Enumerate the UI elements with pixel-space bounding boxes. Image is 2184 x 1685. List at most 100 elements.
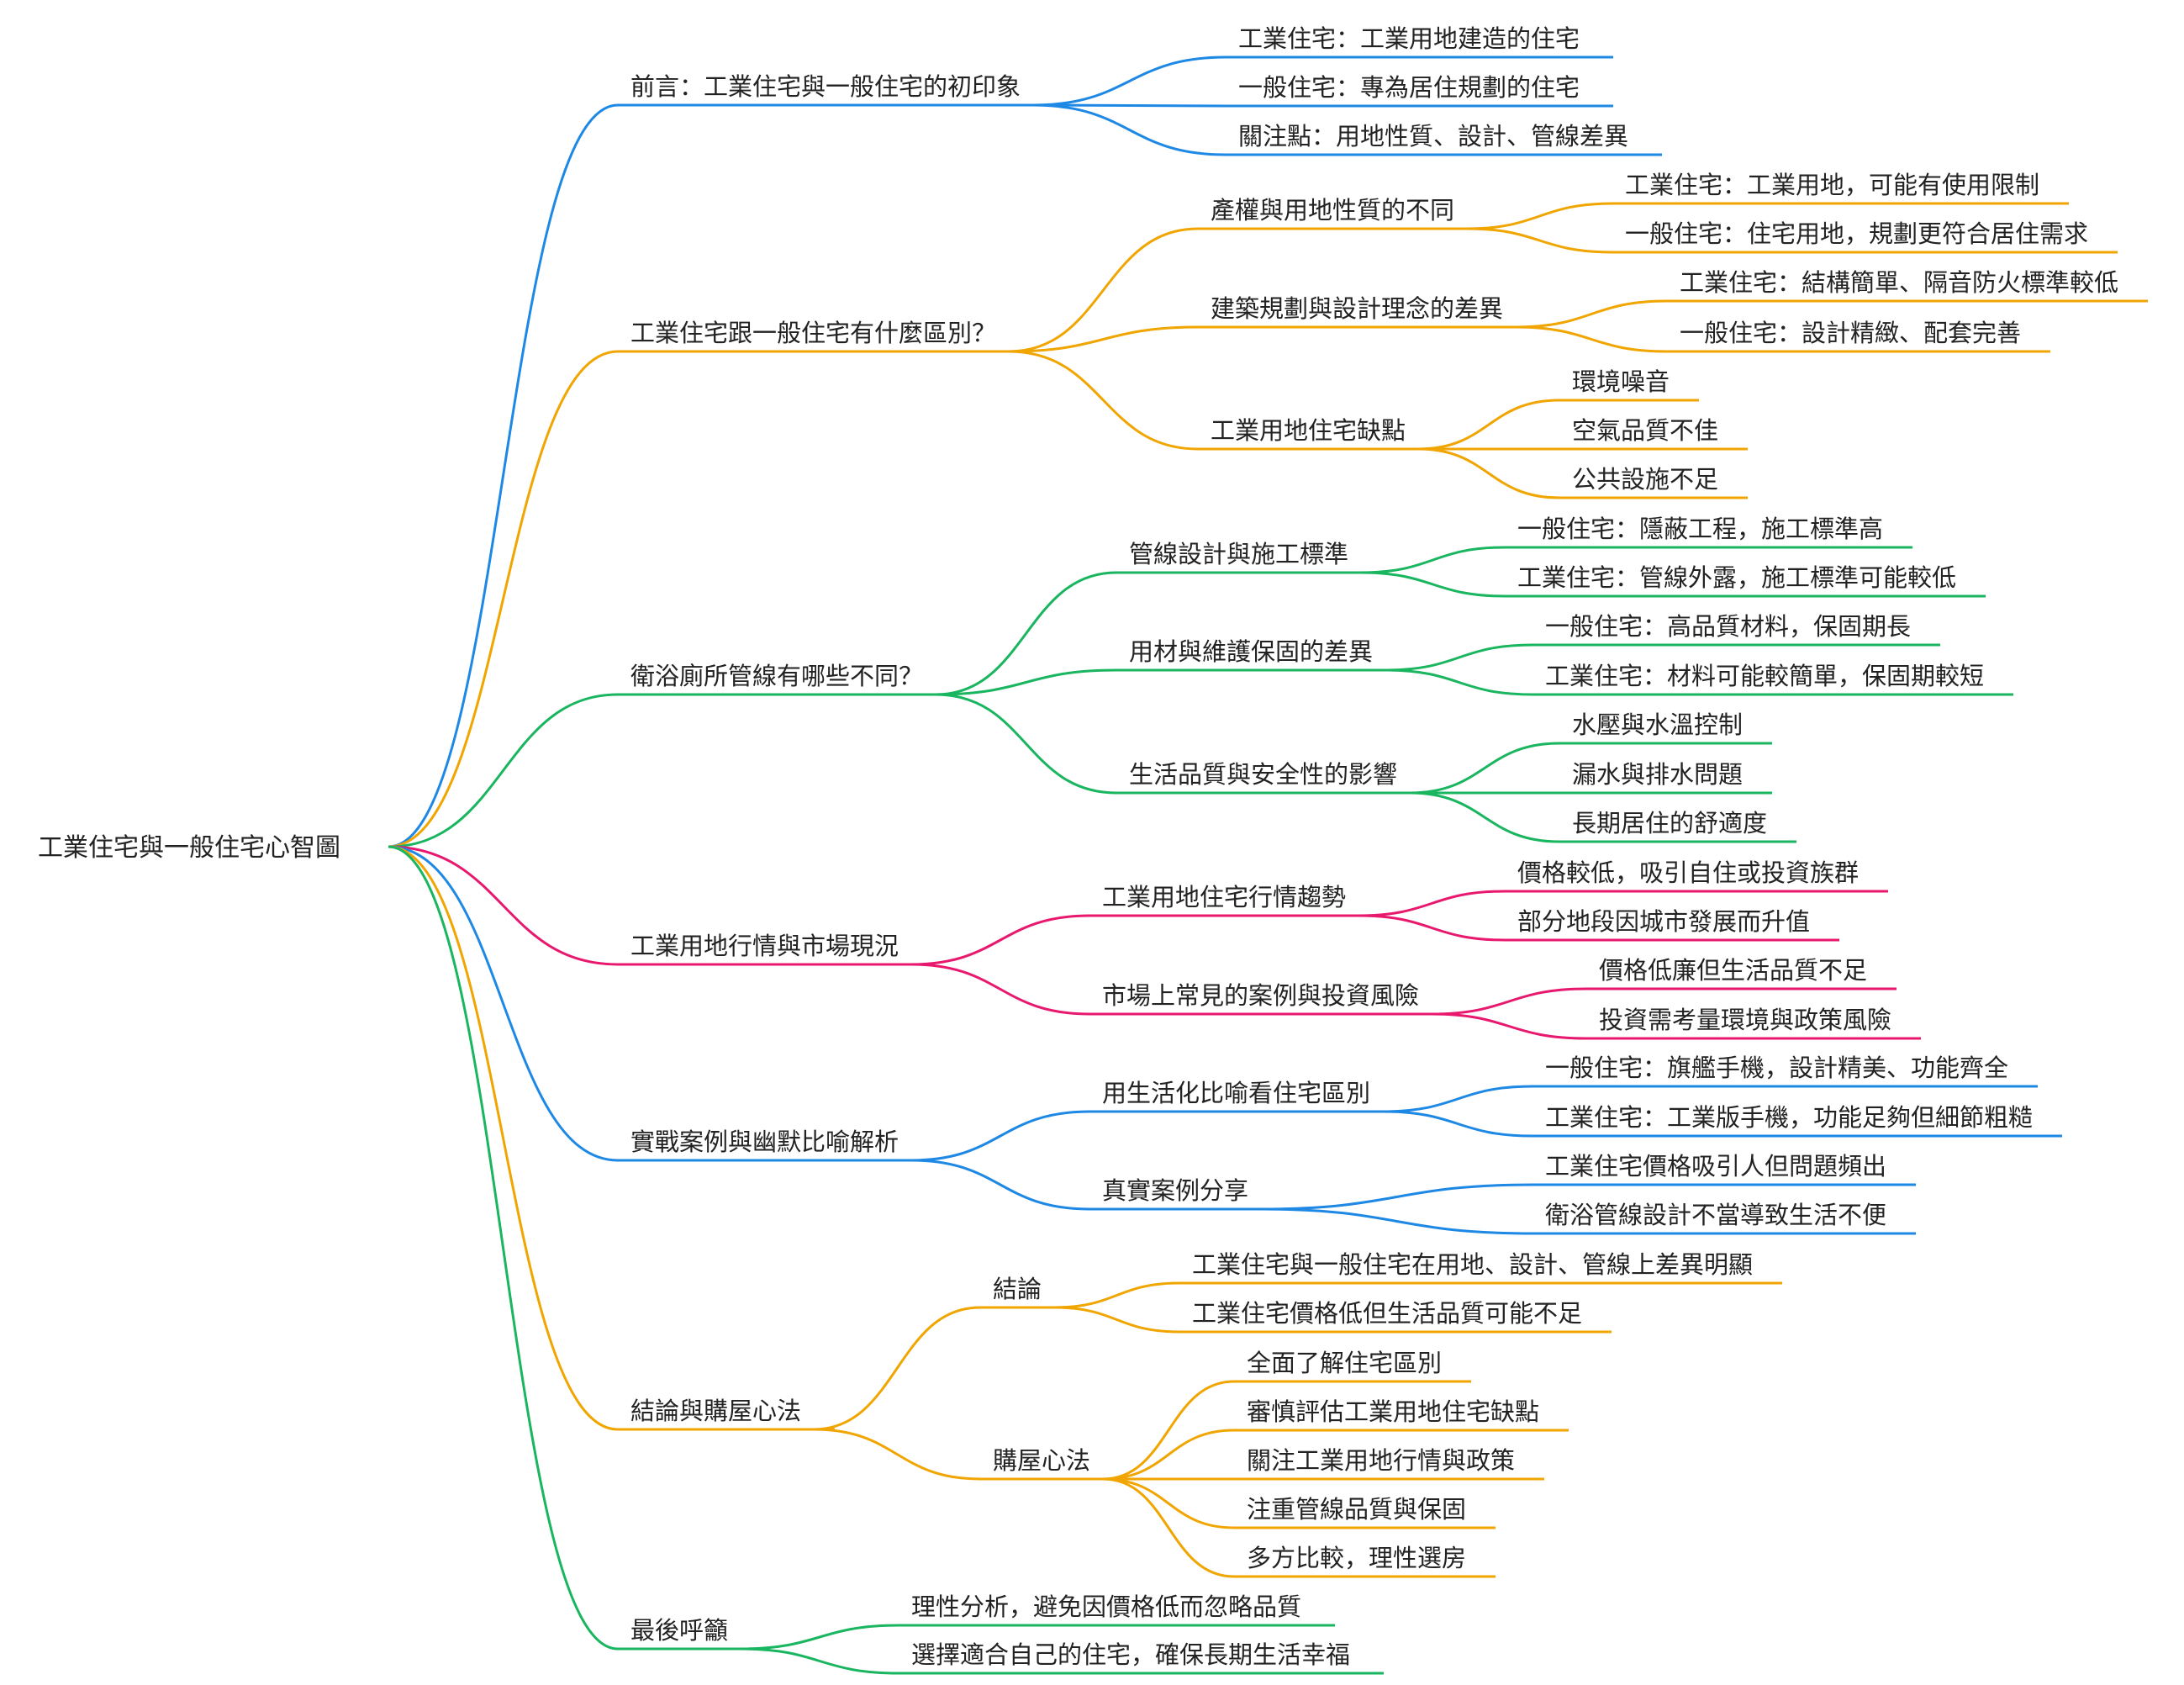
leaf-topic[interactable]: 一般住宅：旗艦手機，設計精美、功能齊全 xyxy=(1545,1054,2008,1082)
leaf-topic[interactable]: 工業住宅與一般住宅在用地、設計、管線上差異明顯 xyxy=(1192,1250,1753,1279)
leaf-topic[interactable]: 衛浴管線設計不當導致生活不便 xyxy=(1545,1201,1886,1229)
leaf-topic[interactable]: 注重管線品質與保固 xyxy=(1247,1495,1466,1524)
subtopic[interactable]: 管線設計與施工標準 xyxy=(1129,540,1348,568)
leaf-topic[interactable]: 一般住宅：住宅用地，規劃更符合居住需求 xyxy=(1625,219,2088,248)
subtopic[interactable]: 結論 xyxy=(993,1275,1042,1303)
leaf-connector xyxy=(1103,1477,1235,1529)
leaf-topic[interactable]: 工業住宅：工業用地，可能有使用限制 xyxy=(1625,171,2039,199)
subtopic-connector xyxy=(1033,103,1227,156)
leaf-topic[interactable]: 一般住宅：專為居住規劃的住宅 xyxy=(1238,73,1580,102)
leaf-topic[interactable]: 工業住宅：管線外露，施工標準可能較低 xyxy=(1517,563,1956,592)
leaf-connector xyxy=(1432,1012,1587,1040)
leaf-topic[interactable]: 一般住宅：高品質材料，保固期長 xyxy=(1545,612,1911,641)
leaf-connector xyxy=(1103,1429,1235,1481)
leaf-connector xyxy=(1054,1281,1180,1309)
subtopic[interactable]: 工業用地住宅行情趨勢 xyxy=(1102,883,1346,911)
leaf-topic[interactable]: 公共設施不足 xyxy=(1572,465,1718,494)
leaf-connector xyxy=(1432,987,1587,1016)
subtopic-connector xyxy=(911,1110,1090,1162)
subtopic-connector xyxy=(1009,325,1199,353)
leaf-topic[interactable]: 工業住宅：工業用地建造的住宅 xyxy=(1238,24,1580,53)
subtopic-connector xyxy=(1033,103,1227,108)
subtopic-connector xyxy=(936,668,1117,696)
leaf-connector xyxy=(1361,571,1506,598)
branch-topic[interactable]: 前言：工業住宅與一般住宅的初印象 xyxy=(630,72,1021,101)
connector-lines xyxy=(388,55,2149,1675)
branch-topic[interactable]: 衛浴廁所管線有哪些不同？ xyxy=(630,662,923,690)
leaf-topic[interactable]: 多方比較，理性選房 xyxy=(1247,1544,1466,1572)
branch-connector xyxy=(388,103,619,848)
leaf-topic[interactable]: 價格較低，吸引自住或投資族群 xyxy=(1517,858,1859,887)
leaf-topic[interactable]: 工業住宅價格吸引人但問題頻出 xyxy=(1545,1152,1886,1181)
leaf-topic[interactable]: 關注點：用地性質、設計、管線差異 xyxy=(1238,122,1628,151)
branch-topic[interactable]: 最後呼籲 xyxy=(630,1616,728,1645)
leaf-topic[interactable]: 審慎評估工業用地住宅缺點 xyxy=(1247,1397,1539,1426)
leaf-topic[interactable]: 價格低廉但生活品質不足 xyxy=(1599,956,1867,985)
leaf-topic[interactable]: 工業住宅：工業版手機，功能足夠但細節粗糙 xyxy=(1545,1103,2033,1132)
leaf-topic[interactable]: 全面了解住宅區別 xyxy=(1247,1349,1442,1377)
subtopic[interactable]: 建築規劃與設計理念的差異 xyxy=(1211,294,1503,323)
leaf-topic[interactable]: 一般住宅：隱蔽工程，施工標準高 xyxy=(1517,515,1883,543)
leaf-connector xyxy=(1516,325,1668,353)
leaf-connector xyxy=(1358,914,1506,942)
subtopic[interactable]: 市場上常見的案例與投資風險 xyxy=(1102,981,1419,1010)
branch-connector xyxy=(388,845,619,1431)
branch-topic[interactable]: 實戰案例與幽默比喻解析 xyxy=(630,1128,899,1156)
branch-connector xyxy=(388,845,619,1162)
subtopic-connector xyxy=(936,693,1117,795)
root-topic[interactable]: 工業住宅與一般住宅心智圖 xyxy=(38,833,340,863)
branch-connector xyxy=(388,693,619,848)
subtopic-connector xyxy=(1033,55,1227,107)
leaf-topic[interactable]: 部分地段因城市發展而升值 xyxy=(1517,907,1810,936)
leaf-topic[interactable]: 工業住宅：材料可能較簡單，保固期較短 xyxy=(1545,662,1984,690)
leaf-connector xyxy=(1410,742,1560,795)
subtopic[interactable]: 購屋心法 xyxy=(993,1446,1090,1475)
leaf-connector xyxy=(1383,1085,1533,1113)
leaf-connector xyxy=(1418,399,1560,451)
subtopic-connector xyxy=(911,963,1090,1016)
leaf-connector xyxy=(1261,1207,1533,1235)
leaf-connector xyxy=(1467,227,1613,254)
leaf-connector xyxy=(1054,1306,1180,1334)
leaf-topic[interactable]: 環境噪音 xyxy=(1572,367,1670,396)
subtopic[interactable]: 真實案例分享 xyxy=(1102,1176,1248,1205)
leaf-connector xyxy=(1261,1183,1533,1211)
leaf-connector xyxy=(1385,643,1533,672)
leaf-topic[interactable]: 理性分析，避免因價格低而忽略品質 xyxy=(911,1593,1301,1621)
branch-topic[interactable]: 結論與購屋心法 xyxy=(630,1397,801,1425)
branch-topic[interactable]: 工業住宅跟一般住宅有什麼區別？ xyxy=(630,319,996,347)
subtopic[interactable]: 工業用地住宅缺點 xyxy=(1211,416,1406,445)
leaf-connector xyxy=(1467,202,1613,230)
branch-topic[interactable]: 工業用地行情與市場現況 xyxy=(630,932,899,960)
leaf-topic[interactable]: 關注工業用地行情與政策 xyxy=(1247,1446,1515,1475)
leaf-connector xyxy=(1383,1110,1533,1138)
leaf-connector xyxy=(1361,546,1506,574)
leaf-connector xyxy=(1103,1477,1235,1578)
subtopic[interactable]: 用生活化比喻看住宅區別 xyxy=(1102,1079,1370,1107)
leaf-topic[interactable]: 選擇適合自己的住宅，確保長期生活幸福 xyxy=(911,1640,1350,1669)
leaf-topic[interactable]: 長期居住的舒適度 xyxy=(1572,809,1767,837)
leaf-topic[interactable]: 漏水與排水問題 xyxy=(1572,760,1743,789)
leaf-topic[interactable]: 水壓與水溫控制 xyxy=(1572,710,1743,739)
leaf-topic[interactable]: 一般住宅：設計精緻、配套完善 xyxy=(1680,319,2021,347)
leaf-topic[interactable]: 空氣品質不佳 xyxy=(1572,416,1718,445)
branch-connector xyxy=(388,845,619,966)
leaf-topic[interactable]: 工業住宅：結構簡單、隔音防火標準較低 xyxy=(1680,268,2118,297)
subtopic[interactable]: 生活品質與安全性的影響 xyxy=(1129,760,1397,789)
branch-connector xyxy=(388,350,619,848)
leaf-connector xyxy=(1103,1380,1235,1481)
subtopic-connector xyxy=(911,914,1090,966)
subtopic-connector xyxy=(814,1306,981,1431)
topic-nodes: 工業住宅與一般住宅心智圖 前言：工業住宅與一般住宅的初印象 工業住宅：工業用地建造… xyxy=(38,24,2118,1669)
subtopic-connector xyxy=(936,571,1117,696)
leaf-topic[interactable]: 工業住宅價格低但生活品質可能不足 xyxy=(1192,1299,1582,1328)
subtopic-connector xyxy=(741,1647,899,1675)
leaf-connector xyxy=(1358,890,1506,917)
leaf-topic[interactable]: 投資需考量環境與政策風險 xyxy=(1599,1006,1891,1034)
branch-connector xyxy=(388,845,619,1651)
leaf-connector xyxy=(1410,791,1560,843)
leaf-connector xyxy=(1418,447,1560,499)
subtopic[interactable]: 用材與維護保固的差異 xyxy=(1129,637,1373,666)
subtopic[interactable]: 產權與用地性質的不同 xyxy=(1211,196,1454,224)
